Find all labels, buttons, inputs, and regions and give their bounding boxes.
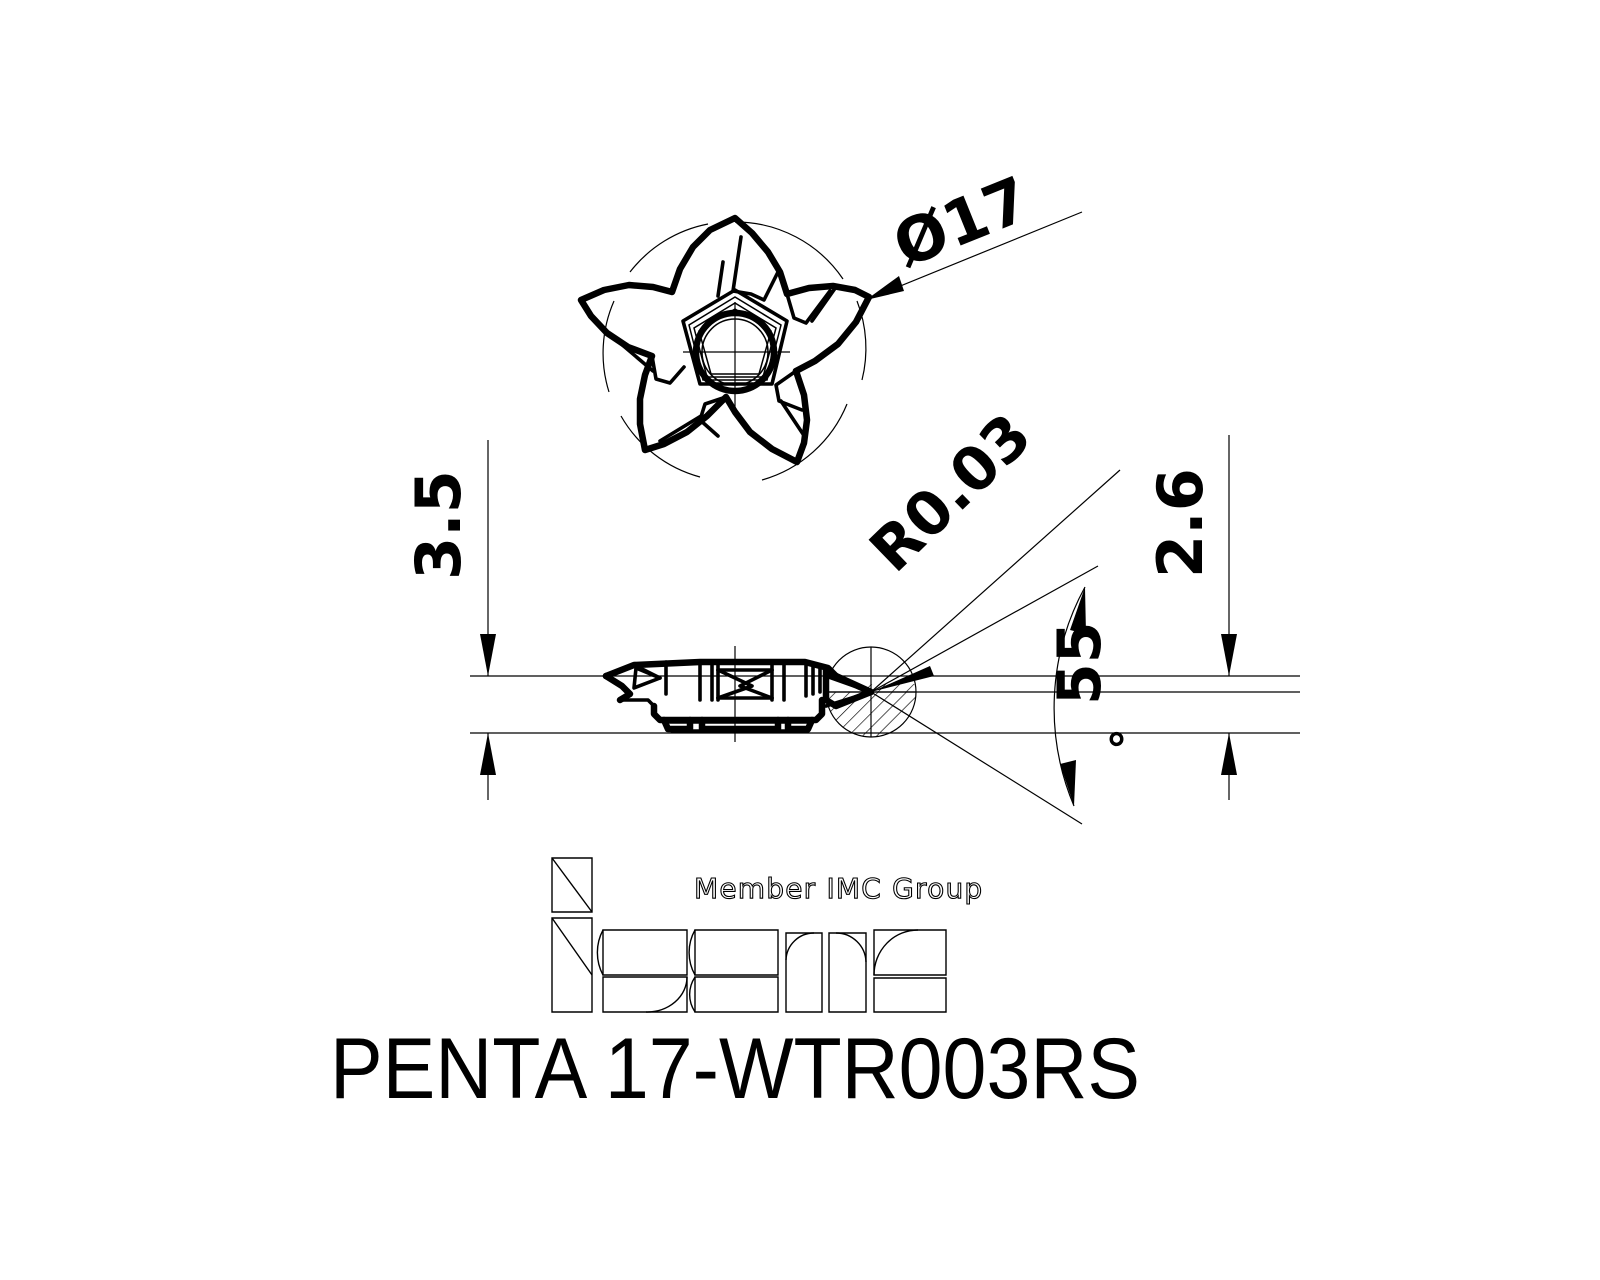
- iscar-logo: [551, 857, 947, 1013]
- height-left-dimension: [480, 440, 496, 800]
- included-angle-group: [870, 565, 1099, 825]
- corner-radius-label: R0.03: [857, 400, 1045, 585]
- corner-detail-circle: [825, 646, 934, 738]
- center-crosshair: [683, 302, 790, 408]
- height-right-label: 2.6: [1144, 468, 1217, 578]
- corner-radius-leader: [870, 469, 1121, 693]
- product-title: PENTA 17-WTR003RS: [330, 1021, 1140, 1117]
- insert-star-outline: [577, 214, 873, 466]
- angle-upper-leg: [870, 565, 1099, 693]
- diameter-leader: [865, 211, 1083, 301]
- included-angle-value: 55: [1045, 622, 1115, 706]
- diameter-dimension-label: Ø17: [883, 162, 1039, 282]
- side-view-group: [470, 469, 1300, 825]
- angle-arc: [1053, 586, 1086, 807]
- height-right-dimension: [1221, 435, 1237, 800]
- imc-group-tagline: Member IMC Group: [694, 872, 983, 905]
- height-left-label: 3.5: [402, 470, 475, 580]
- diameter-construction-circle: [602, 221, 867, 481]
- included-angle-degree-symbol: °: [1102, 728, 1153, 750]
- angle-lower-leg: [870, 691, 1083, 825]
- top-view-group: [577, 211, 1083, 481]
